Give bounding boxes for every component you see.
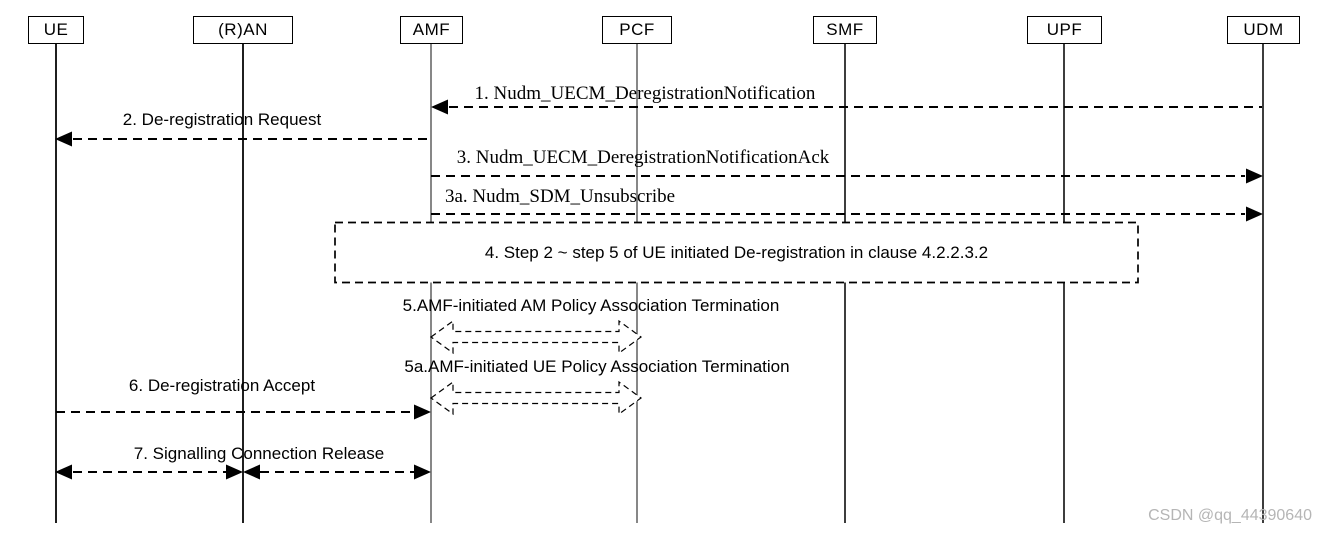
lifeline-box-ue: UE	[28, 16, 84, 44]
message-5-label: 5.AMF-initiated AM Policy Association Te…	[402, 296, 780, 315]
message-3-label: 3. Nudm_UECM_DeregistrationNotificationA…	[456, 147, 830, 168]
lifeline-label-upf: UPF	[1046, 20, 1083, 39]
lifeline-label-amf: AMF	[412, 20, 451, 39]
lifeline-label-ue: UE	[43, 20, 69, 39]
lifeline-box-ran: (R)AN	[193, 16, 293, 44]
lifeline-udm	[1262, 44, 1264, 523]
message-7-label: 7. Signalling Connection Release	[133, 444, 385, 463]
lifeline-box-smf: SMF	[813, 16, 877, 44]
lifeline-box-pcf: PCF	[602, 16, 672, 44]
lifeline-amf	[429, 44, 433, 523]
lifeline-label-ran: (R)AN	[218, 20, 268, 39]
message-3-arrow	[431, 168, 1263, 184]
csdn-watermark: CSDN @qq_44390640	[1148, 507, 1312, 524]
lifeline-pcf	[635, 44, 639, 523]
message-5-block-arrow	[429, 319, 643, 355]
lifeline-ue	[55, 44, 57, 523]
lifeline-smf	[844, 44, 846, 523]
lifeline-box-amf: AMF	[400, 16, 463, 44]
lifeline-label-smf: SMF	[826, 20, 864, 39]
message-4-label: 4. Step 2 ~ step 5 of UE initiated De-re…	[484, 243, 989, 262]
message-5a-label: 5a.AMF-initiated UE Policy Association T…	[404, 357, 790, 376]
lifeline-upf	[1063, 44, 1065, 523]
message-5a-block-arrow	[429, 380, 643, 416]
message-2-label: 2. De-registration Request	[122, 110, 322, 129]
lifeline-box-upf: UPF	[1027, 16, 1102, 44]
lifeline-label-udm: UDM	[1243, 20, 1284, 39]
message-3a-arrow	[431, 206, 1263, 222]
lifeline-ran	[242, 44, 244, 523]
message-1-label: 1. Nudm_UECM_DeregistrationNotification	[474, 83, 816, 104]
lifeline-label-pcf: PCF	[619, 20, 655, 39]
lifeline-box-udm: UDM	[1227, 16, 1300, 44]
message-6-label: 6. De-registration Accept	[128, 376, 316, 395]
message-3a-label: 3a. Nudm_SDM_Unsubscribe	[444, 186, 676, 207]
